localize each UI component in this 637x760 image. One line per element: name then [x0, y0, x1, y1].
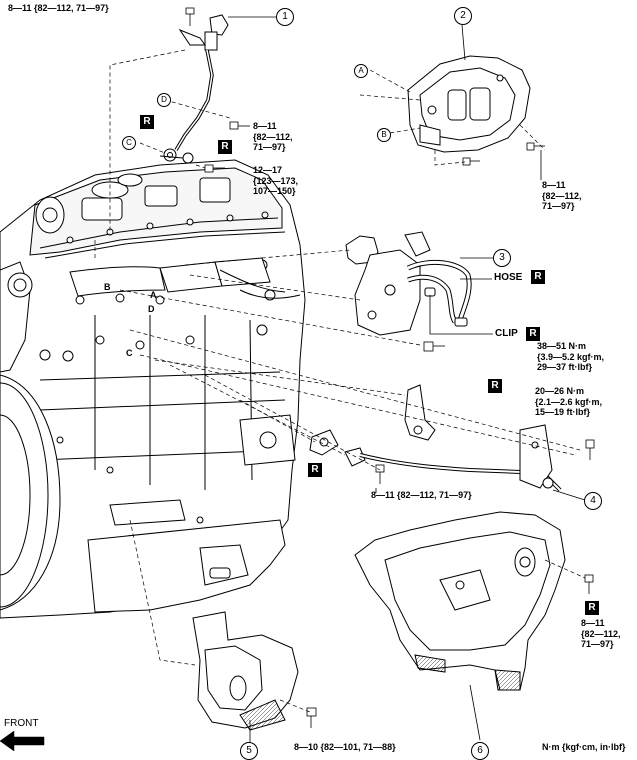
ref-letter-b-engine: B	[104, 282, 111, 292]
units-label: N·m {kgf·cm, in·lbf}	[542, 742, 626, 752]
ref-letter-a-engine: A	[150, 290, 157, 300]
ref-letter-c-engine: C	[126, 348, 133, 358]
ref-letter-d-engine: D	[148, 304, 155, 314]
callout-3: 3	[493, 249, 511, 267]
torque-label-bolt-2: 8—11 {82—112, 71—97}	[253, 121, 293, 152]
part-4-pipe	[344, 384, 562, 492]
part-3-bracket	[345, 231, 472, 336]
engine-block	[0, 159, 306, 619]
torque-label-lower-bolt: 8—10 {82—101, 71—88}	[294, 742, 396, 752]
part-6-insulator	[354, 511, 566, 691]
callout-4: 4	[584, 492, 602, 510]
replace-mark-pipe-bracket: R	[488, 379, 502, 393]
ref-letter-a-top: A	[354, 64, 368, 78]
guide-lines	[94, 49, 586, 713]
front-label: FRONT	[4, 718, 39, 729]
torque-label-pipe-bolt: 20—26 N·m {2.1—2.6 kgf·m, 15—19 ft·lbf}	[535, 386, 603, 417]
torque-label-hose-bolt: 38—51 N·m {3.9—5.2 kgf·m, 29—37 ft·lbf}	[537, 341, 605, 372]
part-2-bracket	[407, 55, 531, 153]
replace-mark-gasket-c: R	[140, 115, 154, 129]
torque-label-bracket: 8—11 {82—112, 71—97}	[542, 180, 582, 211]
gasket	[309, 429, 339, 456]
bolts	[185, 7, 595, 728]
leader-lines	[228, 16, 586, 745]
replace-mark-hose: R	[531, 270, 545, 284]
part-5-insulator	[192, 611, 299, 731]
clip-label: CLIP	[495, 328, 518, 339]
callout-1: 1	[276, 8, 294, 26]
replace-mark-clip: R	[526, 327, 540, 341]
ref-letter-b-top: B	[377, 128, 391, 142]
replace-mark-pipe-seal: R	[218, 140, 232, 154]
torque-label-bolt-3: 12—17 {123—173, 107—150}	[253, 165, 299, 196]
callout-6: 6	[471, 742, 489, 760]
ref-letter-d-top: D	[157, 93, 171, 107]
hose-label: HOSE	[494, 272, 523, 283]
replace-mark-insulator-bolt: R	[585, 601, 599, 615]
replace-mark-gasket: R	[308, 463, 322, 477]
torque-label-bolt-1: 8—11 {82—112, 71—97}	[8, 3, 109, 13]
torque-label-gasket-bolt: 8—11 {82—112, 71—97}	[371, 490, 472, 500]
ref-letter-c-top: C	[122, 136, 136, 150]
front-arrow-icon	[0, 730, 45, 752]
callout-5: 5	[240, 742, 258, 760]
part-1-pipe	[159, 14, 229, 164]
callout-2: 2	[454, 7, 472, 25]
torque-label-insulator-bolt: 8—11 {82—112, 71—97}	[581, 618, 621, 649]
